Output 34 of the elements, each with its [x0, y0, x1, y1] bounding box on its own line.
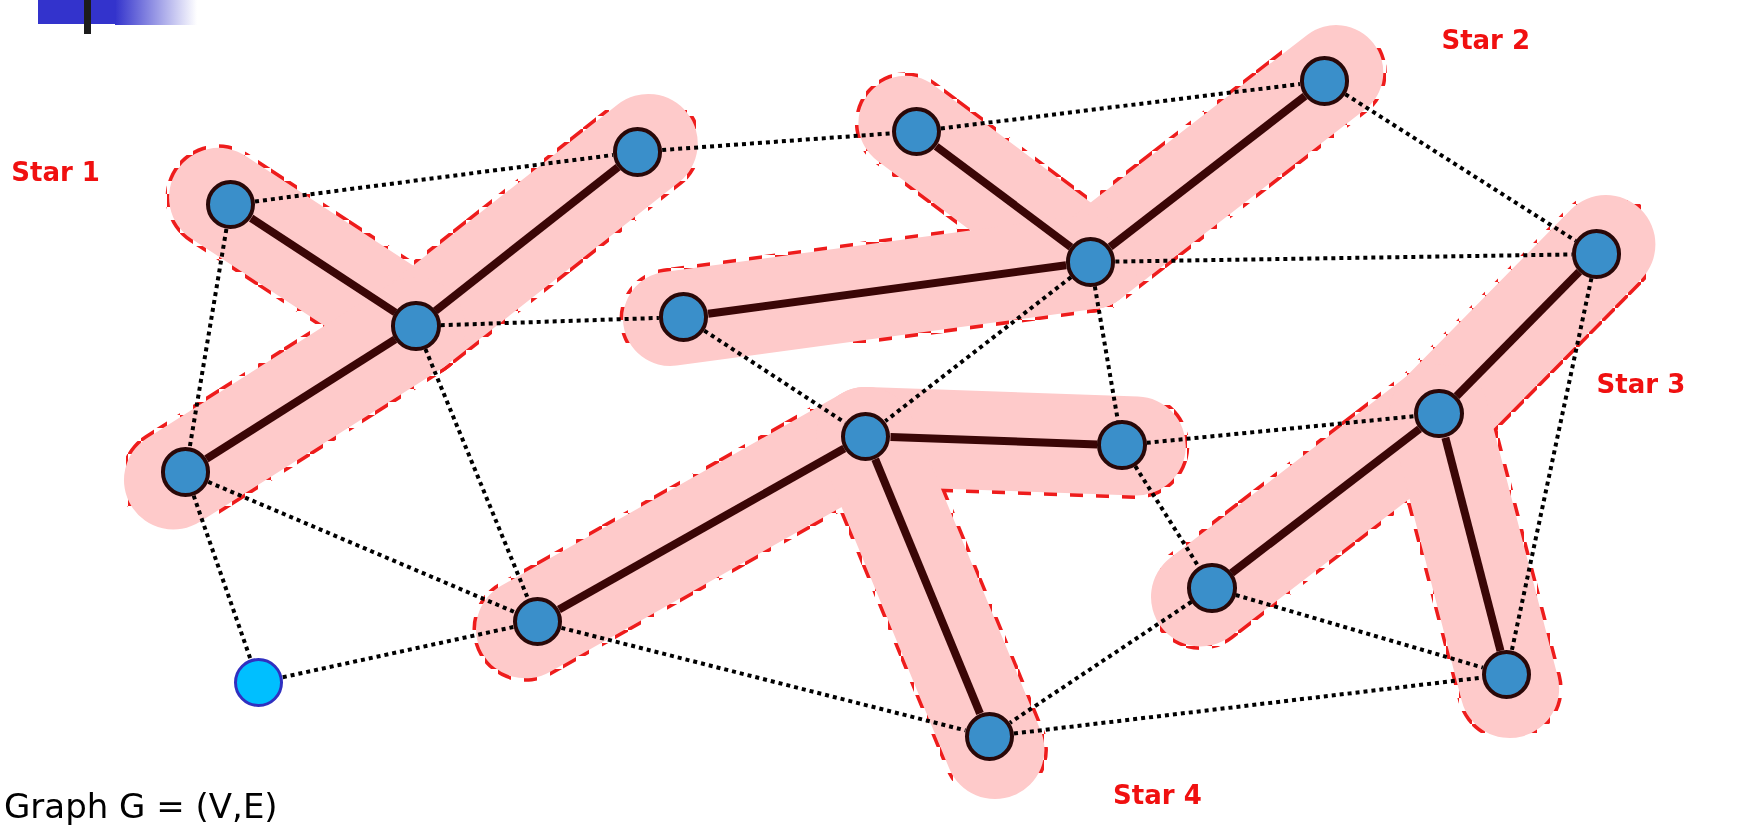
- dotted-edge: [1235, 593, 1484, 670]
- solid-edge: [557, 444, 847, 614]
- star-label: Star 4: [1113, 780, 1202, 811]
- star-label: Star 3: [1596, 368, 1686, 399]
- dotted-edge: [191, 494, 253, 660]
- dotted-edge: [207, 480, 516, 614]
- solid-edge: [204, 335, 398, 463]
- dotted-edge: [440, 315, 659, 328]
- dotted-edge: [254, 153, 614, 204]
- dotted-edge: [187, 228, 229, 449]
- dotted-edge: [1146, 414, 1415, 445]
- solid-edge: [890, 433, 1098, 449]
- dotted-edge: [423, 348, 530, 600]
- dotted-edge: [884, 275, 1073, 423]
- solid-edge: [1229, 425, 1422, 577]
- dotted-edge: [1344, 92, 1577, 243]
- star-label: Star 2: [1441, 24, 1531, 55]
- solid-edge: [933, 143, 1074, 251]
- dotted-edge: [1008, 600, 1193, 725]
- graph-caption: Graph G = (V,E): [4, 786, 278, 826]
- dotted-edge: [1115, 252, 1572, 264]
- solid-edge: [871, 457, 984, 716]
- solid-edge: [1441, 436, 1505, 652]
- dotted-edge: [940, 82, 1301, 131]
- solid-edge: [433, 163, 621, 314]
- dotted-edge: [560, 625, 966, 733]
- solid-edge: [1107, 92, 1308, 250]
- dotted-edge: [662, 131, 892, 152]
- solid-edge: [249, 214, 398, 316]
- solid-edge: [1453, 268, 1583, 399]
- dotted-edge: [1509, 277, 1594, 651]
- dotted-edge: [282, 625, 514, 680]
- solid-edge: [707, 261, 1067, 318]
- star-label: Star 1: [11, 157, 100, 188]
